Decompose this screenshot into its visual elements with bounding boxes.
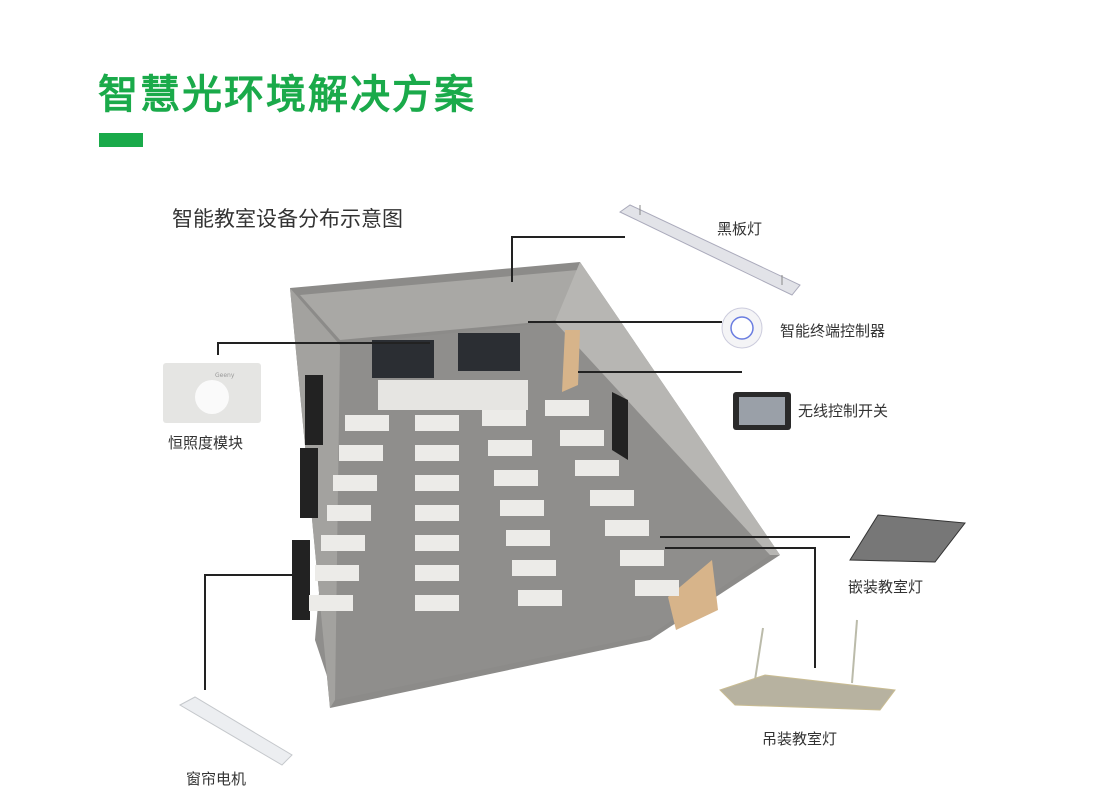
blackboard-light-icon	[619, 204, 801, 296]
desk	[333, 475, 377, 491]
desk	[415, 595, 459, 611]
curtain-motor-icon	[178, 696, 293, 766]
terminal-controller-icon	[721, 307, 763, 349]
door	[562, 330, 580, 392]
label-curtain-motor: 窗帘电机	[186, 770, 247, 788]
desk	[415, 565, 459, 581]
diagram-subtitle: 智能教室设备分布示意图	[172, 207, 403, 231]
blackboard	[372, 340, 434, 378]
desk	[321, 535, 365, 551]
desk	[482, 410, 526, 426]
window	[305, 375, 323, 445]
title-accent-bar	[99, 133, 143, 147]
label-embedded-light: 嵌装教室灯	[848, 578, 924, 596]
desk	[309, 595, 353, 611]
desk	[620, 550, 664, 566]
module-brand: Geeny	[215, 372, 235, 379]
desk	[415, 535, 459, 551]
desk	[415, 475, 459, 491]
desk	[590, 490, 634, 506]
desk	[494, 470, 538, 486]
desk	[560, 430, 604, 446]
embedded-light-icon	[849, 514, 966, 563]
desk	[315, 565, 359, 581]
desk	[575, 460, 619, 476]
label-terminal-controller: 智能终端控制器	[780, 322, 886, 340]
desk	[500, 500, 544, 516]
label-pendant-light: 吊装教室灯	[762, 730, 838, 748]
wireless-switch-icon	[733, 392, 791, 430]
desk	[518, 590, 562, 606]
desk	[339, 445, 383, 461]
leader-lines	[204, 236, 850, 690]
desk	[415, 415, 459, 431]
pendant-light-icon	[719, 619, 896, 711]
desk	[512, 560, 556, 576]
desk	[415, 505, 459, 521]
desk	[506, 530, 550, 546]
illuminance-module-icon	[163, 363, 261, 423]
label-blackboard-light: 黑板灯	[717, 220, 763, 238]
label-wireless-switch: 无线控制开关	[798, 402, 889, 420]
desk	[488, 440, 532, 456]
desk	[327, 505, 371, 521]
desk	[545, 400, 589, 416]
desk	[605, 520, 649, 536]
label-constant-illuminance-module: 恒照度模块	[168, 434, 244, 452]
page-title: 智慧光环境解决方案	[98, 72, 476, 118]
desk	[345, 415, 389, 431]
classroom-room	[290, 262, 780, 708]
desk	[415, 445, 459, 461]
desk	[635, 580, 679, 596]
